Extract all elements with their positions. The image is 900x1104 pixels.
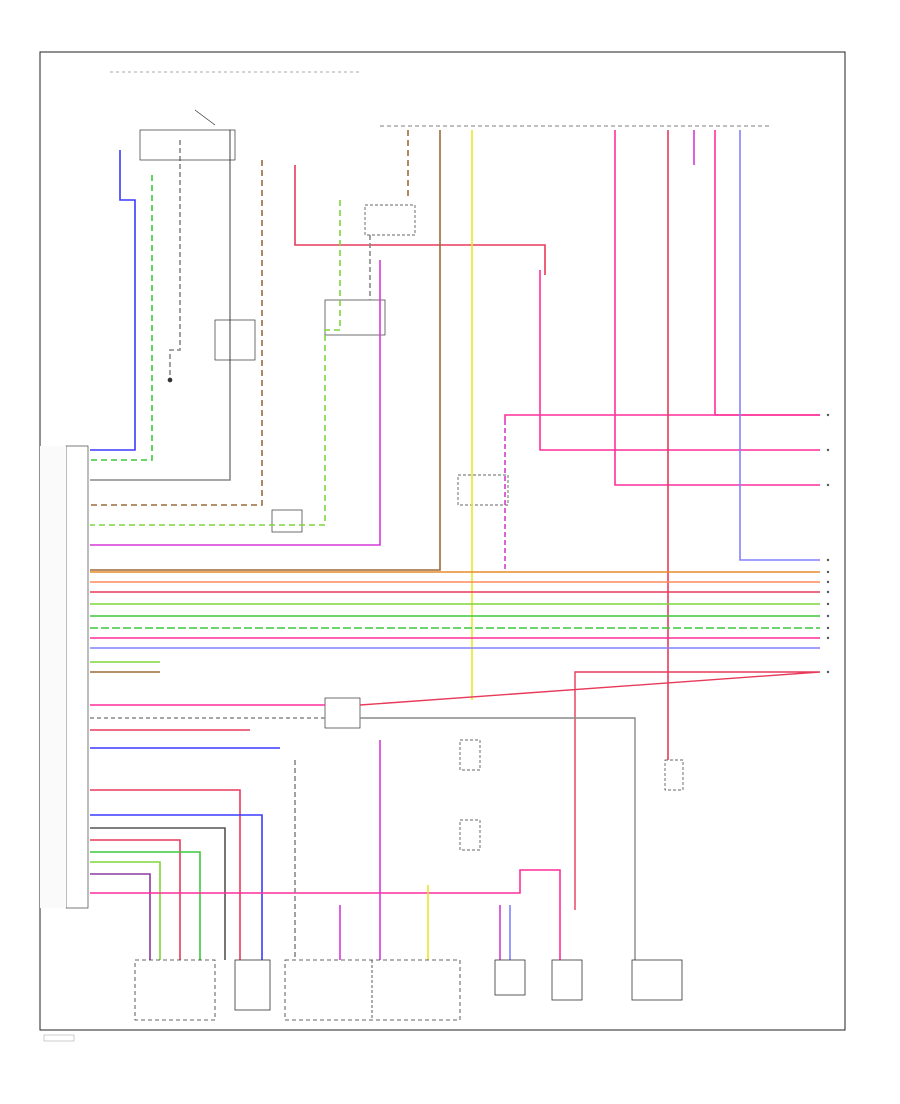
- diagram-id-box: [43, 1034, 75, 1042]
- switch-block-4: [494, 959, 526, 996]
- edge-marker: [826, 580, 830, 584]
- switch-block-5: [551, 959, 583, 1001]
- switch-block-3: [284, 959, 461, 1021]
- switch-block-1: [134, 959, 216, 1021]
- left-module-connector: [65, 445, 89, 909]
- left-module-body: [40, 446, 66, 908]
- edge-marker: [826, 602, 830, 606]
- horizontal-bus-wires: [90, 571, 821, 960]
- center-relays: [271, 204, 684, 851]
- left-vertical-wires: [90, 130, 546, 506]
- edge-marker: [826, 590, 830, 594]
- switch-block-2: [234, 959, 271, 1011]
- right-edge-markers: [826, 413, 830, 674]
- edge-marker: [826, 448, 830, 452]
- lower-left-wires: [90, 740, 561, 960]
- switch-block-6: [631, 959, 683, 1001]
- edge-marker: [826, 413, 830, 417]
- edge-marker: [826, 614, 830, 618]
- edge-marker: [826, 636, 830, 640]
- edge-marker: [826, 558, 830, 562]
- edge-marker: [826, 570, 830, 574]
- edge-marker: [826, 626, 830, 630]
- bottom-switches: [134, 959, 683, 1021]
- edge-marker: [826, 483, 830, 487]
- center-vertical-wires: [90, 130, 820, 760]
- edge-marker: [826, 670, 830, 674]
- top-left-relay: [139, 109, 256, 383]
